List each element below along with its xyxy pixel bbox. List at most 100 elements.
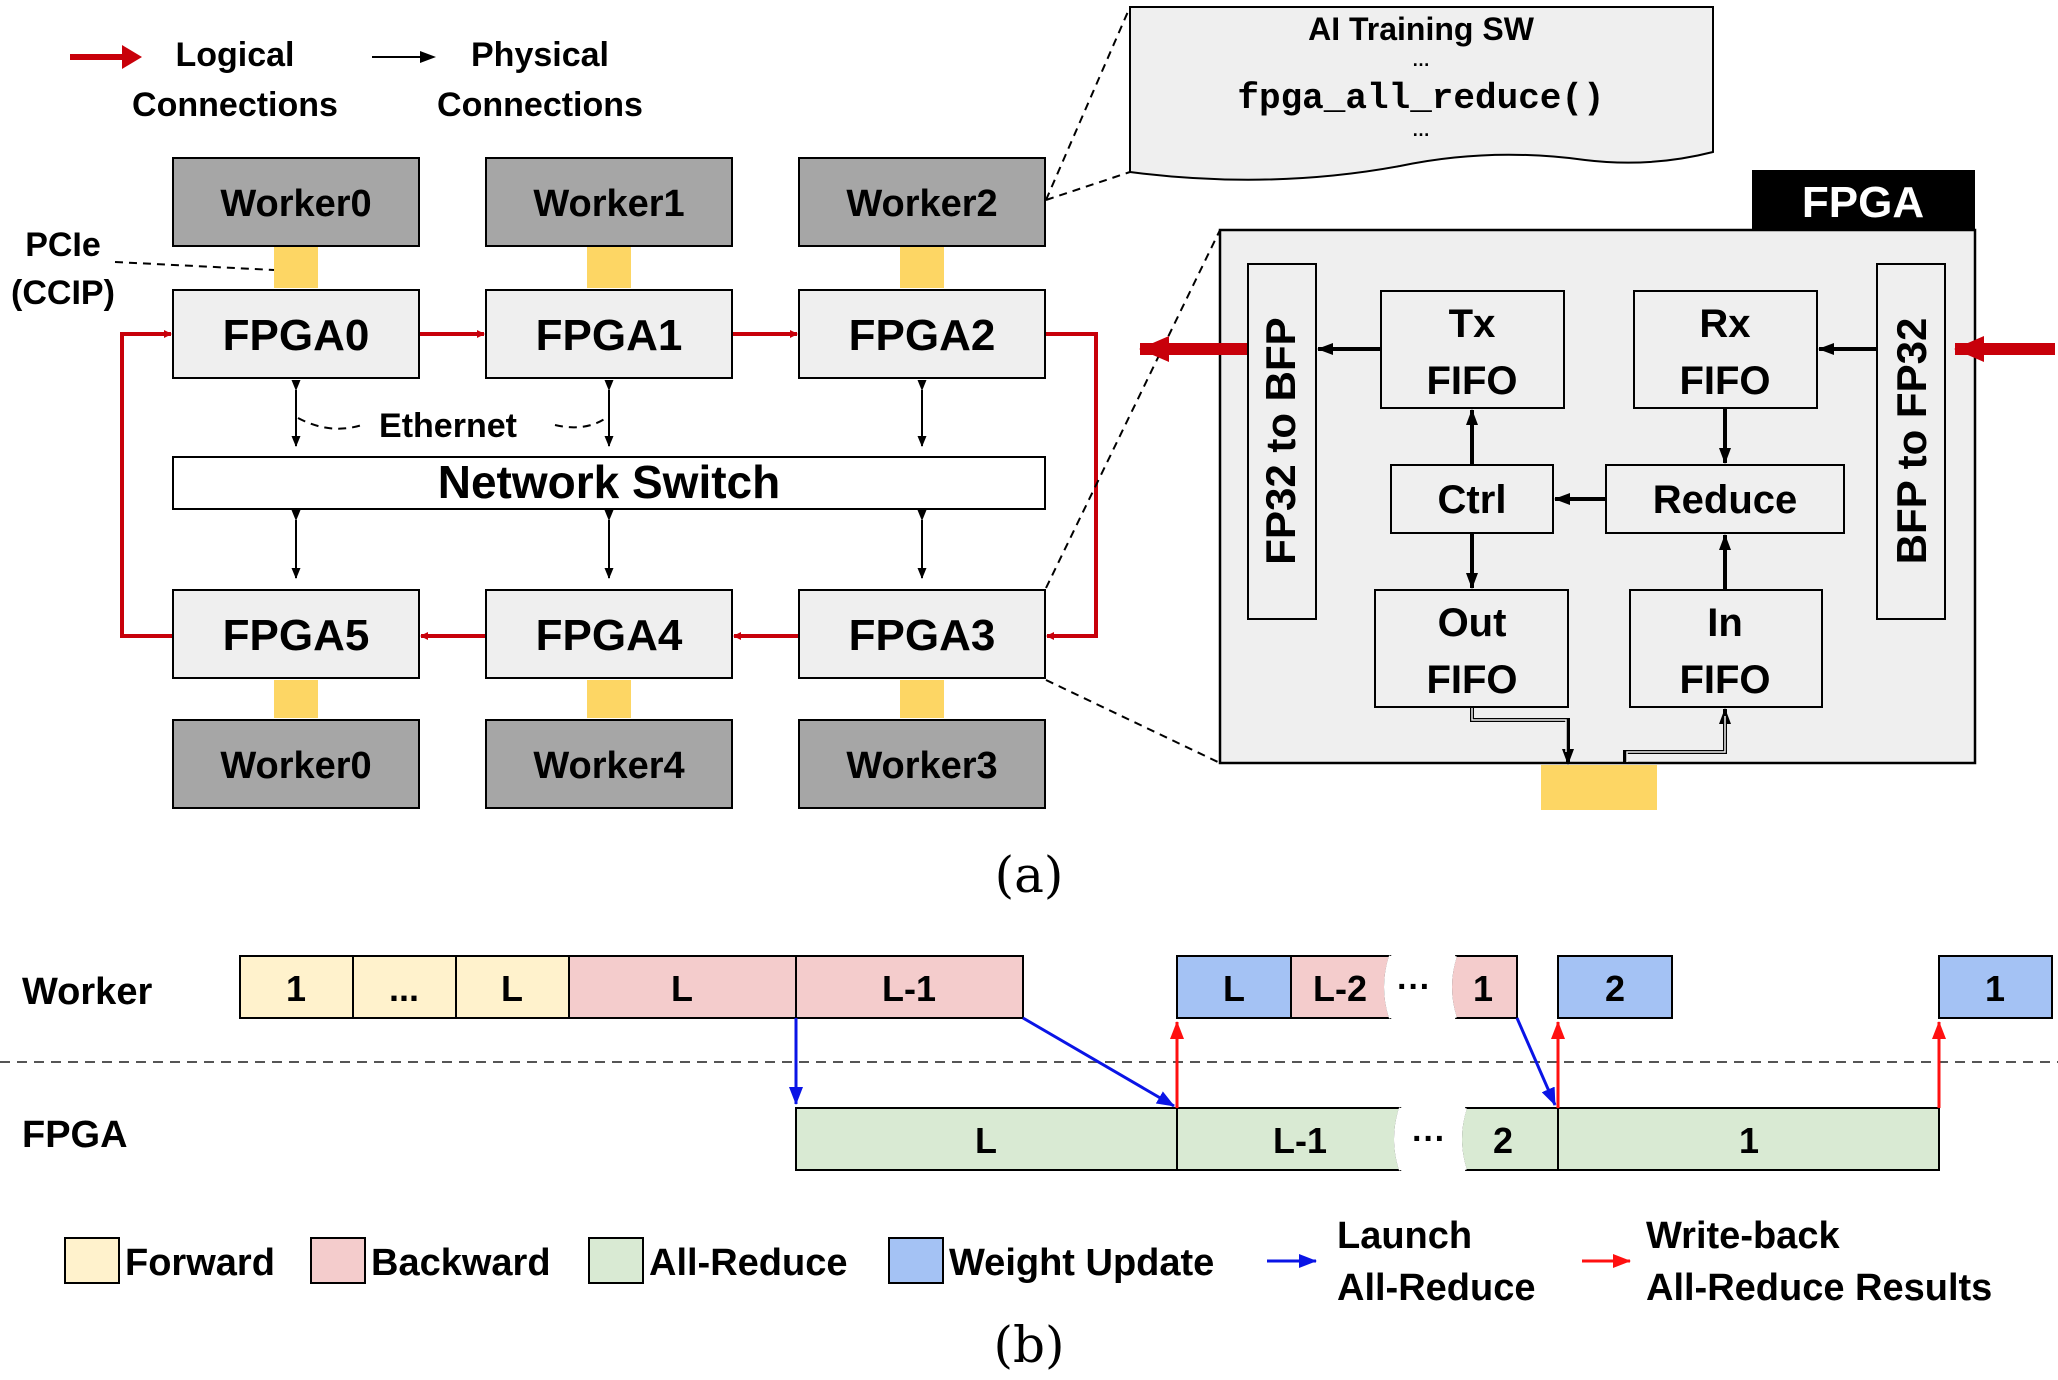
weight-update-cell-label: 2	[1605, 968, 1625, 1009]
forward-cell	[239, 955, 354, 1019]
out-fifo-label-1: Out	[1438, 601, 1507, 645]
pcie-connector	[587, 247, 631, 288]
in-fifo-label-2: FIFO	[1679, 658, 1770, 702]
legend-logical: Logical Connections	[70, 36, 338, 124]
legend-writeback-2: All-Reduce Results	[1646, 1267, 1992, 1309]
fpga-label: FPGA5	[223, 611, 370, 660]
worker-box	[485, 157, 733, 247]
physical-label-1: Physical	[471, 36, 609, 74]
rx-fifo-label-1: Rx	[1699, 302, 1750, 346]
in-fifo-box	[1629, 589, 1823, 708]
fpga-label: FPGA2	[849, 311, 996, 360]
legend-writeback-1: Write-back	[1646, 1215, 1840, 1257]
pcie-connectors-top	[274, 247, 944, 288]
forward-swatch	[64, 1237, 120, 1284]
network-switch-box	[172, 456, 1046, 510]
worker-label: Worker1	[533, 183, 684, 225]
weight-update-cell	[1176, 955, 1292, 1019]
fpga-box	[798, 289, 1046, 379]
worker-box	[172, 157, 420, 247]
backward-swatch	[310, 1237, 366, 1284]
weight-update-cell	[1557, 955, 1673, 1019]
worker-label: Worker0	[220, 745, 371, 787]
pcie-connector	[900, 247, 944, 288]
allreduce-cell-label: L	[975, 1120, 997, 1161]
ctrl-box	[1390, 464, 1554, 534]
worker-box	[798, 157, 1046, 247]
row-label-fpga: FPGA	[22, 1114, 128, 1156]
forward-cell-label: 1	[286, 968, 306, 1009]
workers-top: Worker0 Worker1 Worker2	[172, 157, 1046, 247]
sw-dots-bottom: …	[1412, 120, 1430, 140]
worker-box	[485, 719, 733, 809]
pcie-connectors-bottom	[274, 680, 944, 718]
backward-cell-label: 1	[1473, 968, 1493, 1009]
sw-title: AI Training SW	[1308, 11, 1535, 47]
rx-fifo-box	[1633, 290, 1818, 409]
writeback-arrows	[1170, 1021, 1946, 1108]
fpga-box	[485, 589, 733, 679]
pcie-connector	[900, 680, 944, 718]
legend-forward: Forward	[125, 1242, 275, 1284]
backward-cell	[795, 955, 1024, 1019]
tx-fifo-box	[1380, 290, 1565, 409]
tx-fifo-label-1: Tx	[1449, 302, 1496, 346]
allreduce-cell-label: 2	[1493, 1120, 1513, 1161]
forward-cell	[352, 955, 457, 1019]
weight-update-swatch	[888, 1237, 944, 1284]
fpga-detail-title: FPGA	[1802, 178, 1924, 227]
backward-cell-label: L-1	[882, 968, 936, 1009]
bfp-to-fp32-box	[1876, 263, 1946, 620]
fpga-label: FPGA0	[223, 311, 370, 360]
fpga-box	[485, 289, 733, 379]
logical-label-2: Connections	[132, 86, 338, 124]
legend-allreduce: All-Reduce	[649, 1242, 847, 1284]
fpga-box	[172, 589, 420, 679]
sw-dots-top: …	[1412, 50, 1430, 70]
worker-label: Worker3	[846, 745, 997, 787]
out-fifo-box	[1374, 589, 1569, 708]
caption-a: (a)	[995, 846, 1064, 904]
fpga-detail-title-bg	[1752, 170, 1975, 230]
allreduce-cell-label: L-1	[1273, 1120, 1327, 1161]
weight-update-cell	[1938, 955, 2053, 1019]
fpga-timeline: L L-1 ··· 2 1	[795, 1107, 1940, 1171]
fpga-label: FPGA3	[849, 611, 996, 660]
pcie-connector	[274, 247, 318, 288]
backward-cell-label: L-2	[1313, 968, 1367, 1009]
worker-label: Worker4	[533, 745, 684, 787]
worker-timeline: 1 ... L L L-1 L L-2 ··· 1 2 1	[239, 955, 2053, 1019]
backward-cell-label: L	[671, 968, 693, 1009]
pcie-connector	[587, 680, 631, 718]
pcie-label-1: PCIe	[25, 226, 101, 264]
worker-box	[798, 719, 1046, 809]
worker-label: Worker2	[846, 183, 997, 225]
forward-cell-label: L	[501, 968, 523, 1009]
legend-bottom: Forward Backward All-Reduce Weight Updat…	[64, 1215, 1992, 1309]
rx-fifo-label-2: FIFO	[1679, 359, 1770, 403]
backward-cell	[568, 955, 797, 1019]
ethernet-leader-left	[297, 417, 363, 430]
allreduce-cell-label: 1	[1739, 1120, 1759, 1161]
out-fifo-label-2: FIFO	[1426, 658, 1517, 702]
ctrl-label: Ctrl	[1438, 478, 1507, 522]
fpga-label: FPGA1	[536, 311, 683, 360]
detail-pcie-connector	[1541, 765, 1657, 810]
legend-backward: Backward	[371, 1242, 551, 1284]
allreduce-cell	[795, 1107, 1178, 1171]
caption-b: (b)	[993, 1316, 1064, 1374]
zoom-leader-top	[1045, 229, 1221, 589]
worker-label: Worker0	[220, 183, 371, 225]
workers-bottom: Worker0 Worker4 Worker3	[172, 719, 1046, 809]
allreduce-swatch	[588, 1237, 644, 1284]
legend-physical: Physical Connections	[372, 36, 643, 124]
forward-cell-label: ...	[389, 968, 419, 1009]
fpga-detail-box	[1218, 228, 1977, 765]
tx-fifo-label-2: FIFO	[1426, 359, 1517, 403]
fpga-label: FPGA4	[536, 611, 683, 660]
allreduce-cell	[1557, 1107, 1940, 1171]
network-switch-label: Network Switch	[438, 456, 781, 508]
logical-label-1: Logical	[175, 36, 294, 74]
fpgas-top: FPGA0 FPGA1 FPGA2	[172, 289, 1046, 379]
